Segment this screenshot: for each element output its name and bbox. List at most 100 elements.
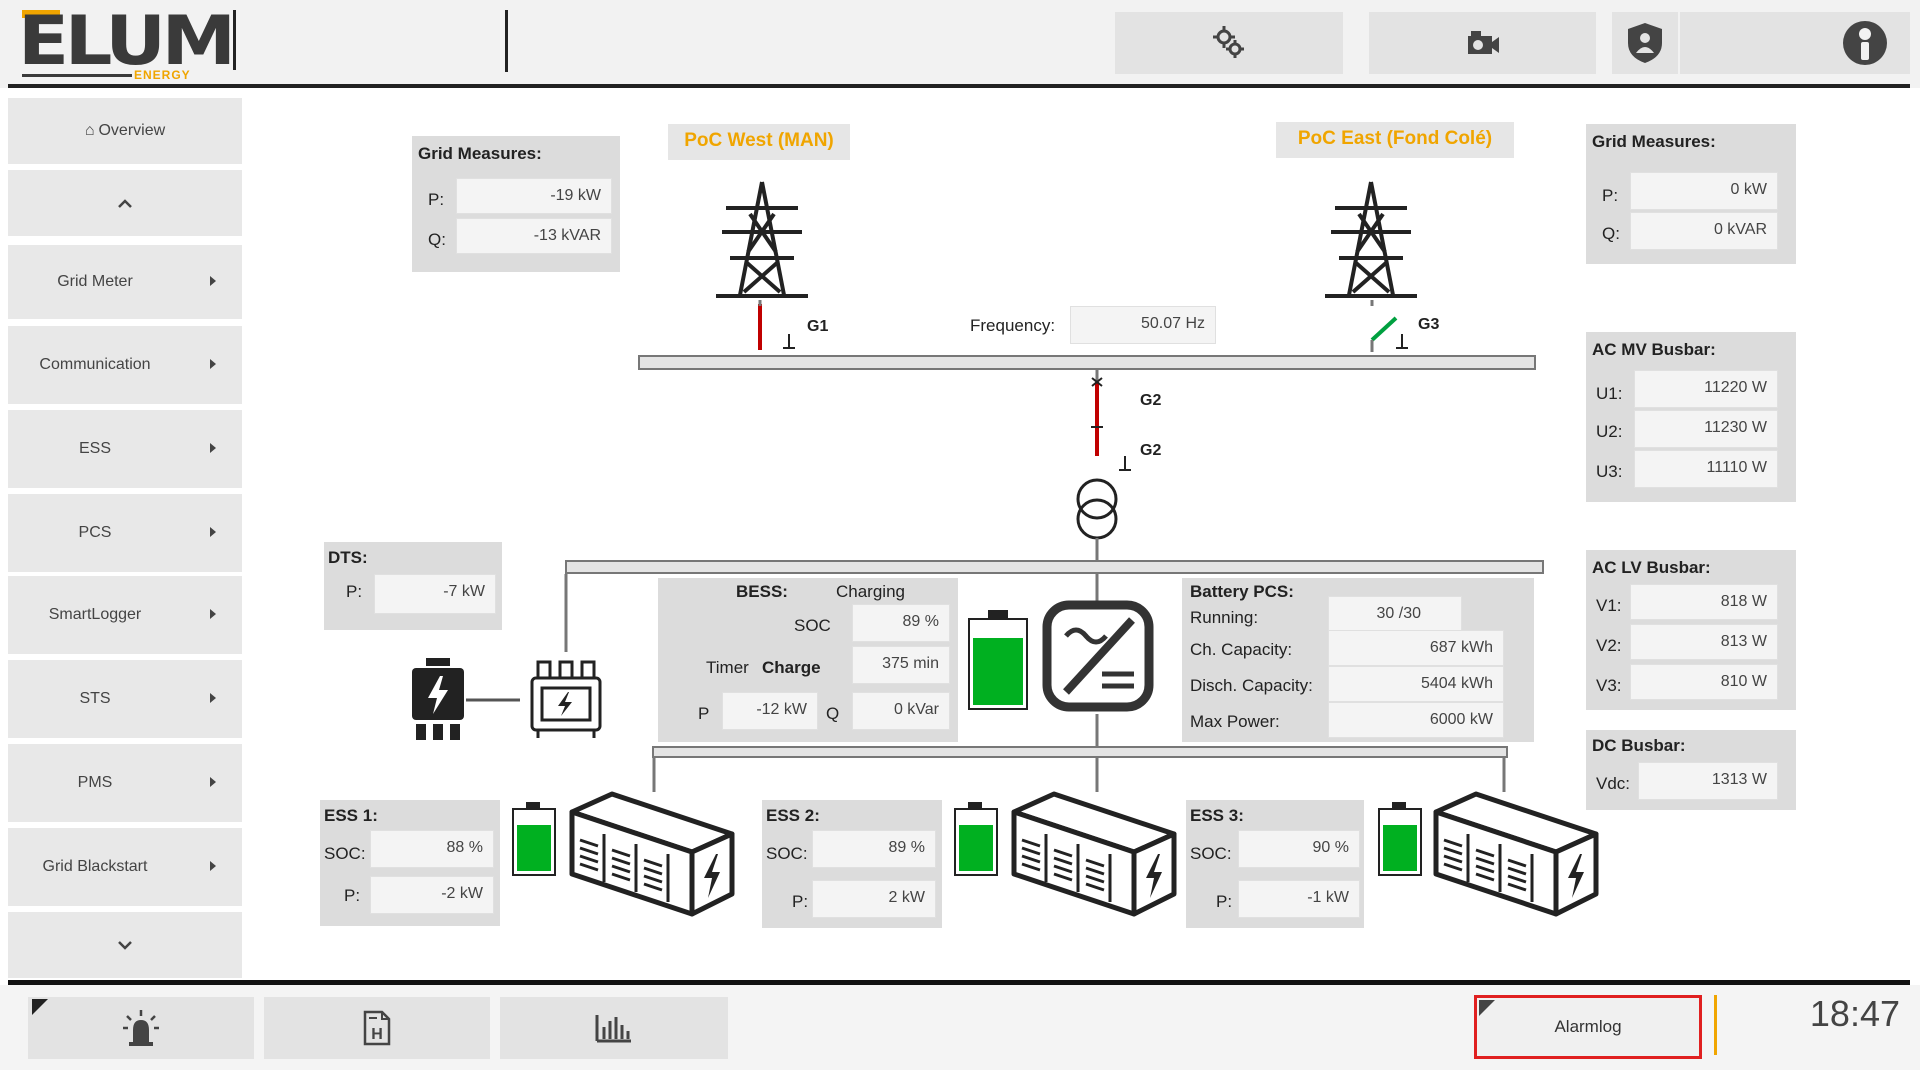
logo: ELUM [18,2,236,81]
home-icon: ⌂ [84,122,95,139]
ac-lv-busbar-panel: AC LV Busbar: V1: 818 W V2: 813 W V3: 81… [1586,550,1796,710]
sidebar-scroll-down[interactable] [8,912,242,978]
panel-title: BESS: [736,582,788,601]
user-button[interactable] [1612,12,1678,74]
chevron-down-icon [118,941,132,950]
bess-p-value: -12 kW [722,692,818,730]
battery-pcs-panel: Battery PCS: Running: 30 /30 Ch. Capacit… [1182,578,1534,742]
history-button[interactable]: H [264,997,490,1059]
logo-accent [22,10,60,18]
sidebar-item-sts[interactable]: STS [8,660,242,738]
sidebar-scroll-up[interactable] [8,170,242,236]
inverter-icon [1042,600,1154,712]
panel-title: ESS 3: [1190,806,1244,825]
breaker-label-g2: G2 [1140,392,1162,409]
ac-mv-busbar-panel: AC MV Busbar: U1: 11220 W U2: 11230 W U3… [1586,332,1796,502]
ess-container-icon [1433,791,1599,917]
alarm-light-icon [123,1010,159,1046]
trends-button[interactable] [500,997,728,1059]
ess-1-panel: ESS 1: SOC: 88 % P: -2 kW [320,800,500,926]
ch-capacity-label: Ch. Capacity: [1190,640,1293,659]
v3-label: V3: [1596,676,1622,695]
sidebar-item-label: SmartLogger [48,606,142,623]
sidebar-item-label: Communication [39,356,151,373]
top-bar: ELUM ENERGY [0,0,1920,88]
soc-label: SOC [794,616,831,635]
footer-border [8,980,1910,985]
ess-3-p-value: -1 kW [1238,880,1360,918]
v1-value: 818 W [1630,584,1778,620]
bess-panel: BESS: Charging SOC 89 % Timer Charge 375… [658,578,958,742]
ess-3-battery-icon [1378,802,1422,876]
poc-east-label: PoC East (Fond Colé) [1276,122,1514,158]
corner-marker [32,999,48,1015]
settings-button[interactable] [1115,12,1343,74]
camera-button[interactable] [1369,12,1596,74]
p-label: P: [428,190,445,209]
chevron-right-icon [210,276,216,286]
ess-2-panel: ESS 2: SOC: 89 % P: 2 kW [762,800,942,928]
grid-measures-right-panel: Grid Measures: P: 0 kW Q: 0 kVAR [1586,124,1796,264]
transformer-unit-icon [530,660,602,738]
sidebar-item-grid-blackstart[interactable]: Grid Blackstart [8,828,242,906]
corner-marker [1479,1000,1495,1016]
sidebar-item-grid-meter[interactable]: Grid Meter [8,245,242,319]
panel-title: ESS 1: [324,806,378,825]
dc-busbar [652,746,1508,758]
ess-1-battery-icon [512,802,556,876]
shield-icon [1628,23,1662,63]
alarms-button[interactable] [28,997,254,1059]
sidebar-item-communication[interactable]: Communication [8,326,242,404]
header-divider [233,10,236,70]
bess-timer-value: 375 min [852,646,950,684]
sidebar-item-pms[interactable]: PMS [8,744,242,822]
dts-panel: DTS: P: -7 kW [324,542,502,630]
dts-p-value: -7 kW [374,574,496,614]
poc-west-label: PoC West (MAN) [668,124,850,160]
ess-container-icon [1011,791,1177,917]
grid-right-p-value: 0 kW [1630,172,1778,210]
ess-container-icon [569,791,735,917]
p-label: P: [346,582,363,601]
p-label: P [698,704,710,723]
disch-capacity-label: Disch. Capacity: [1190,676,1313,695]
max-power-label: Max Power: [1190,712,1280,731]
grid-left-p-value: -19 kW [456,178,612,214]
grid-measures-left-panel: Grid Measures: P: -19 kW Q: -13 kVAR [412,136,620,272]
soc-label: SOC: [766,844,808,863]
panel-title: DC Busbar: [1592,736,1686,755]
ess-3-panel: ESS 3: SOC: 90 % P: -1 kW [1186,800,1364,928]
v2-label: V2: [1596,636,1622,655]
u1-label: U1: [1596,384,1623,403]
document-h-icon: H [363,1010,391,1046]
ess-1-soc-value: 88 % [370,830,494,868]
frequency-value: 50.07 Hz [1070,306,1216,344]
header-border [8,84,1910,88]
sidebar-item-pcs[interactable]: PCS [8,494,242,572]
q-label: Q [826,704,840,723]
ess-1-p-value: -2 kW [370,876,494,914]
panel-title: AC LV Busbar: [1592,558,1711,577]
u1-value: 11220 W [1634,370,1778,408]
info-button[interactable] [1680,12,1910,74]
alarmlog-button[interactable]: Alarmlog [1474,995,1702,1059]
frequency-label: Frequency: [970,316,1056,335]
pcs-max-power-value: 6000 kW [1328,702,1504,738]
panel-title: Grid Measures: [1592,132,1716,151]
sidebar-item-ess[interactable]: ESS [8,410,242,488]
pcs-disch-capacity-value: 5404 kWh [1328,666,1504,702]
sidebar-item-label: ESS [78,440,111,457]
sidebar-item-overview[interactable]: ⌂ Overview [8,98,242,164]
bar-chart-icon [595,1015,631,1043]
sidebar-item-label: Grid Blackstart [42,858,148,875]
panel-title: DTS: [328,548,368,567]
grid-right-q-value: 0 kVAR [1630,212,1778,250]
charger-icon [412,658,464,740]
sidebar-item-label: Overview [98,122,166,139]
sidebar-item-smartlogger[interactable]: SmartLogger [8,576,242,654]
chevron-right-icon [210,443,216,453]
chevron-right-icon [210,609,216,619]
q-label: Q: [428,230,446,249]
chevron-right-icon [210,693,216,703]
gears-icon [1213,26,1244,58]
